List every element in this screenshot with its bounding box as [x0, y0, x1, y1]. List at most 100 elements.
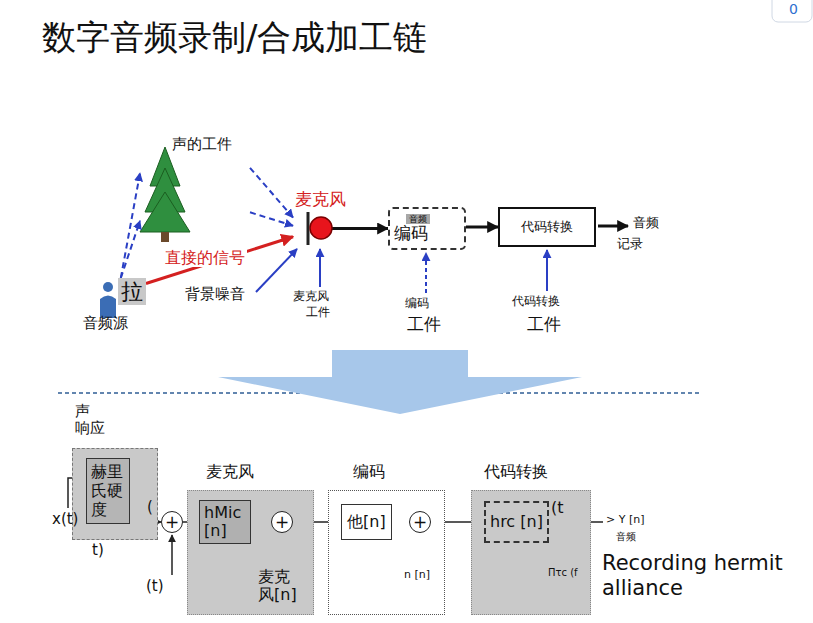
node-text: hrc [n]: [490, 513, 543, 531]
label-block: 工件: [407, 315, 441, 335]
signal-name: 麦克 风[n]: [258, 568, 300, 605]
artifact-label: 麦克风: [293, 290, 329, 304]
label-block: n [n]: [404, 569, 430, 582]
label-block: x(t): [52, 511, 78, 528]
noise-input-wire: [171, 535, 173, 575]
label-block: 记录: [617, 237, 643, 252]
node-text: 麦克风: [295, 190, 346, 210]
output-label: 记录: [617, 237, 643, 252]
tree-artifact: 声的工件: [140, 136, 250, 242]
artifact-label: 代码转换: [512, 295, 560, 309]
badge-number: 0: [789, 1, 798, 17]
sum-sign: +: [413, 513, 427, 532]
noise-label: 背景噪音: [185, 286, 245, 303]
artifact-arrow: [546, 250, 548, 291]
audio-source: 拉音频源: [83, 278, 146, 333]
signal-name: t): [92, 542, 104, 559]
label-block: 0: [789, 1, 798, 17]
signal-connector: [466, 226, 498, 229]
acoustic-group: 声 响应赫里 氏硬 度: [72, 448, 158, 540]
sum-junction: +: [409, 511, 431, 533]
label-block: 工件: [527, 315, 561, 335]
edge-label-block: 直接的信号: [163, 249, 247, 267]
signal-name: Πτc (f: [548, 567, 578, 579]
microphone: 麦克风: [293, 190, 347, 245]
sum-sign: +: [275, 513, 289, 532]
node-text: 音频: [406, 214, 430, 224]
label-block: 代码转换: [512, 295, 560, 309]
artifact-label: 工件: [407, 315, 441, 335]
sum-sign: +: [165, 513, 179, 532]
artifact-arrow: [319, 249, 321, 287]
transcode-box: 代码转换: [498, 207, 596, 247]
signal-name: (t): [146, 578, 164, 595]
label-block: > Y [n]: [606, 514, 644, 527]
signal-name: n [n]: [404, 569, 430, 582]
node-text: 声 响应: [75, 403, 108, 438]
mic-response-box: hMic [n]: [199, 500, 251, 545]
edge-label: 直接的信号: [163, 249, 247, 267]
title-block: 数字音频录制/合成加工链: [42, 18, 427, 57]
encode-filter-box: 他[n]: [341, 504, 392, 540]
signal-connector: [250, 168, 293, 218]
node-text: 编码: [353, 463, 385, 481]
label-block: 工件: [306, 306, 330, 320]
corner-badge: [772, 0, 812, 22]
label-block: (t): [146, 578, 164, 595]
label-block: 编码: [405, 297, 429, 311]
node-text: hMic [n]: [204, 504, 246, 541]
note-text: Recording hermit alliance: [602, 551, 792, 601]
signal-connector: [250, 212, 293, 225]
node-text: 代码转换: [484, 463, 548, 481]
label-block: 音频: [633, 216, 659, 231]
transcode-filter-box: hrc [n]: [484, 501, 549, 543]
label-block: 背景噪音: [185, 286, 245, 303]
node-text: 声的工件: [140, 136, 232, 153]
output-label: 音频: [633, 216, 659, 231]
encode-box: 音频编码: [388, 207, 466, 250]
mic-diaphragm: [307, 212, 310, 245]
node-text: 音频源: [83, 315, 128, 332]
signal-connector: [121, 221, 140, 278]
tree-trunk: [161, 232, 169, 242]
label-block: 麦克 风[n]: [258, 568, 300, 605]
node-text: 赫里 氏硬 度: [91, 462, 125, 520]
node-text: 麦克风: [206, 463, 254, 481]
node-text: 编码: [394, 224, 428, 244]
node-text: 拉: [118, 278, 146, 305]
mic-output-wire: [332, 227, 348, 230]
label-block: Recording hermit alliance: [602, 551, 792, 601]
node-text: 他[n]: [347, 513, 386, 531]
artifact-label: 工件: [527, 315, 561, 335]
label-block: t): [92, 542, 104, 559]
encode-group: 编码他[n]+: [328, 490, 445, 615]
label-block: Πτc (f: [548, 567, 578, 579]
noise-arrow: [256, 249, 297, 292]
signal-name: x(t): [52, 511, 78, 528]
label-block: 麦克风: [293, 290, 329, 304]
transcode-group: 代码转换hrc [n]: [471, 490, 591, 615]
sum-junction: +: [161, 511, 183, 533]
sum-junction: +: [271, 511, 293, 533]
response-box: 赫里 氏硬 度: [86, 458, 130, 524]
person-head: [103, 282, 113, 292]
signal-connector: [347, 227, 388, 230]
signal-name: (: [147, 499, 153, 516]
diagram-title: 数字音频录制/合成加工链: [42, 18, 427, 57]
mic-capsule: [310, 217, 332, 239]
tree-tier: [140, 192, 190, 232]
signal-connector: [146, 237, 293, 284]
signal-name: > Y [n]: [606, 514, 644, 527]
signal-name: (t: [551, 499, 564, 517]
signal-connector: [121, 173, 140, 278]
output-label: 音频: [616, 531, 636, 543]
label-block: 音频: [616, 531, 636, 543]
label-block: (: [147, 499, 153, 516]
artifact-label: 工件: [306, 306, 330, 320]
down-arrow: [218, 350, 582, 414]
output-arrow: [598, 225, 628, 228]
artifact-arrow: [425, 253, 427, 293]
label-block: (t: [551, 499, 564, 517]
node-text: 代码转换: [521, 220, 573, 235]
